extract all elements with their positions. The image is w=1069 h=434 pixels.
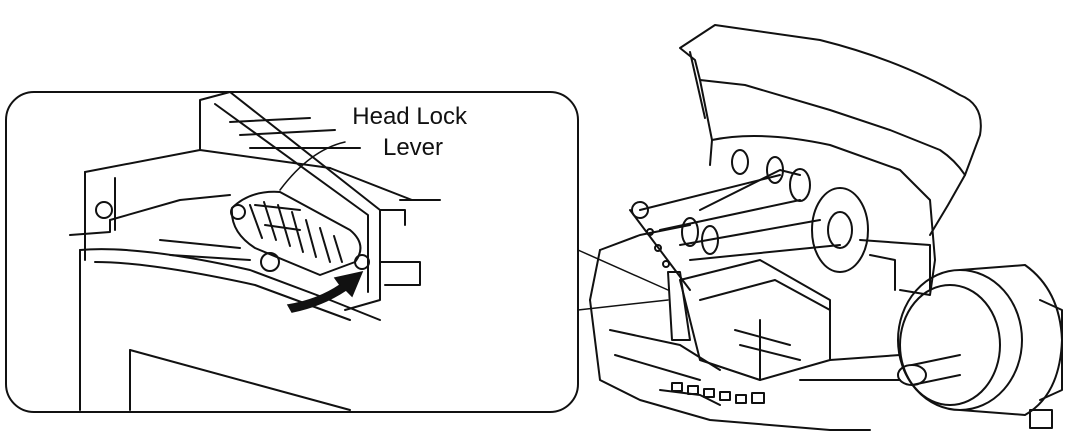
print-head-block [679, 259, 831, 381]
printer-main-view [589, 24, 1063, 431]
label-roll [897, 264, 1063, 429]
printer-top-cover [679, 24, 982, 176]
label-line-2: Lever [383, 134, 443, 161]
label-line-1: Head Lock [352, 103, 468, 130]
inset-frame [5, 91, 579, 413]
label-leader-line [279, 141, 346, 191]
printer-chassis [711, 135, 936, 296]
head-lock-lever-label: Head Lock Lever [352, 103, 473, 161]
detail-inset: Head Lock Lever [5, 91, 669, 413]
head-lock-lever [230, 190, 370, 276]
leader-line-upper [577, 249, 669, 291]
push-direction-arrow [286, 270, 364, 313]
leader-line-lower [577, 299, 669, 311]
